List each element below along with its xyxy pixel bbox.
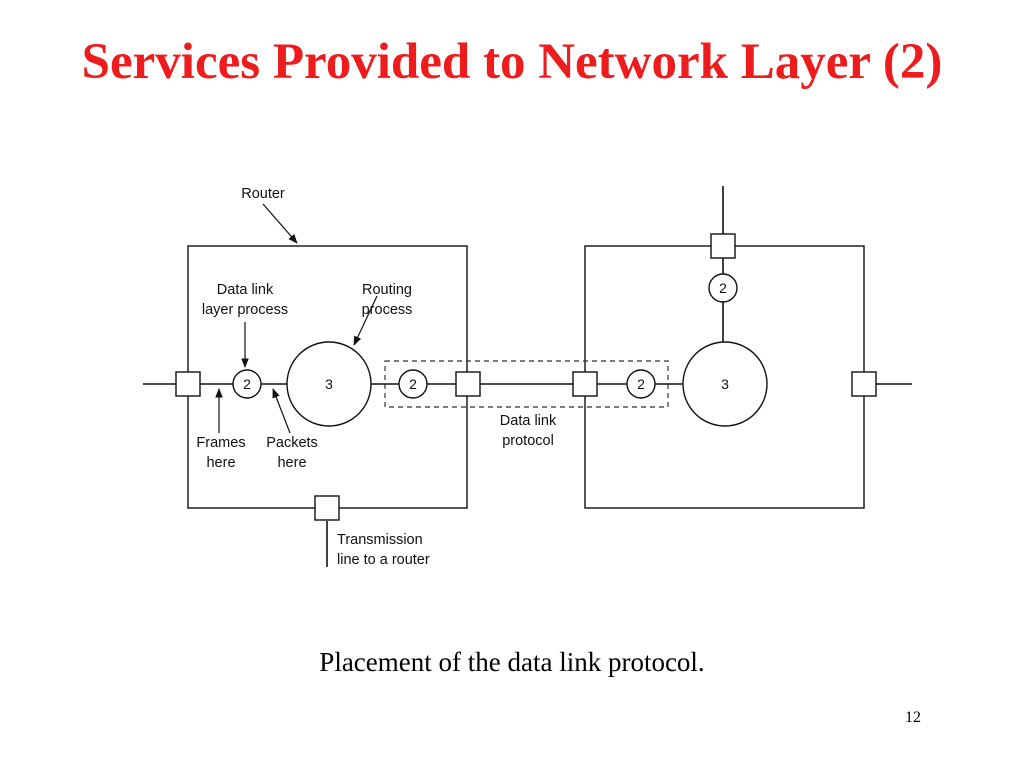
- left-dl-process-number-right: 2: [409, 376, 417, 392]
- left-dl-process-circle-right: [398, 369, 428, 399]
- left-router-port-bottom: [314, 495, 340, 521]
- page-number: 12: [905, 709, 921, 726]
- slide-title: Services Provided to Network Layer (2): [81, 34, 943, 90]
- routing-process-label-line2: process: [362, 302, 413, 318]
- left-dl-process-number-left: 2: [243, 376, 251, 392]
- right-router-port-top: [710, 233, 736, 259]
- packets-here-label-line2: here: [277, 455, 306, 471]
- right-routing-process-number: 3: [721, 376, 729, 392]
- right-router-port-right: [851, 371, 877, 397]
- right-dl-process-number-top: 2: [719, 280, 727, 296]
- data-link-process-label-line2: layer process: [202, 302, 288, 318]
- left-router-port-right: [455, 371, 481, 397]
- data-link-process-label-line1: Data link: [217, 282, 274, 298]
- router-label-arrow: [262, 203, 298, 244]
- transmission-line-label-line1: Transmission: [337, 532, 423, 548]
- routing-process-label-line1: Routing: [362, 282, 412, 298]
- packets-label-arrow: [272, 388, 291, 434]
- router-label: Router: [241, 186, 285, 202]
- data-link-protocol-label-line1: Data link: [500, 413, 557, 429]
- packets-here-label-line1: Packets: [266, 435, 318, 451]
- left-routing-process-circle: [286, 341, 372, 427]
- figure-caption: Placement of the data link protocol.: [319, 647, 705, 677]
- left-routing-process-number: 3: [325, 376, 333, 392]
- frames-here-label-line1: Frames: [196, 435, 245, 451]
- right-router-port-left: [572, 371, 598, 397]
- routing-process-label-arrow: [353, 295, 378, 346]
- data-link-protocol-label-line2: protocol: [502, 433, 554, 449]
- left-router-port-left: [175, 371, 201, 397]
- transmission-line-label-line2: line to a router: [337, 552, 430, 568]
- right-routing-process-circle: [682, 341, 768, 427]
- left-dl-process-circle-left: [232, 369, 262, 399]
- right-dl-process-circle-top: [708, 273, 738, 303]
- right-dl-process-circle-left: [626, 369, 656, 399]
- right-dl-process-number-left: 2: [637, 376, 645, 392]
- frames-here-label-line2: here: [206, 455, 235, 471]
